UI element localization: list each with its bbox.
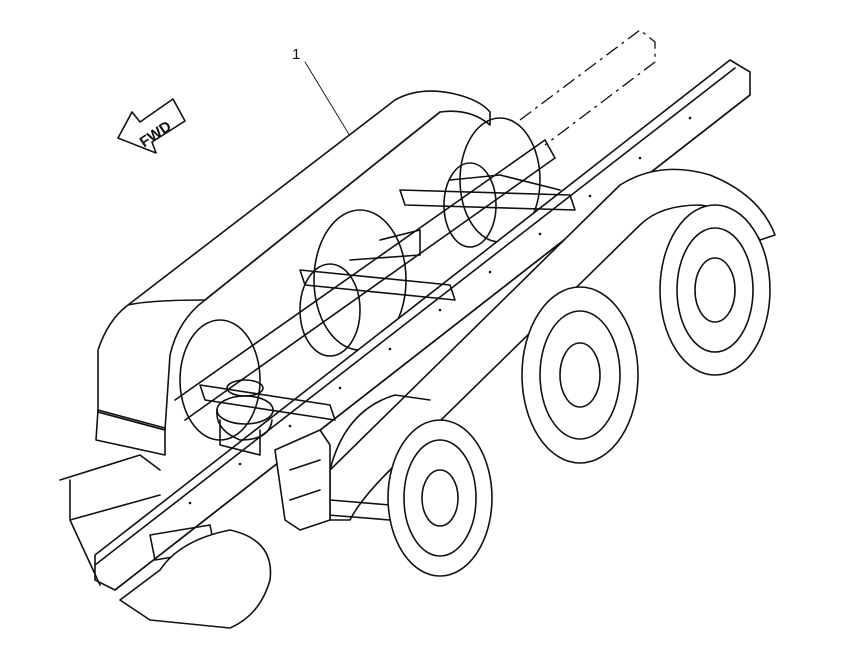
cross-members [199, 174, 576, 456]
callout-1: 1 [292, 46, 351, 137]
callout-number: 1 [292, 46, 300, 63]
forward-arrow: FWD [117, 98, 186, 154]
front-frame-section [59, 454, 272, 629]
air-spring [216, 379, 274, 441]
left-fender [95, 90, 491, 456]
forward-arrow-label: FWD [137, 118, 175, 151]
right-frame-rail [94, 59, 751, 591]
right-wheels [387, 204, 771, 577]
left-frame-rail [174, 29, 656, 421]
mounting-bracket [274, 429, 331, 531]
